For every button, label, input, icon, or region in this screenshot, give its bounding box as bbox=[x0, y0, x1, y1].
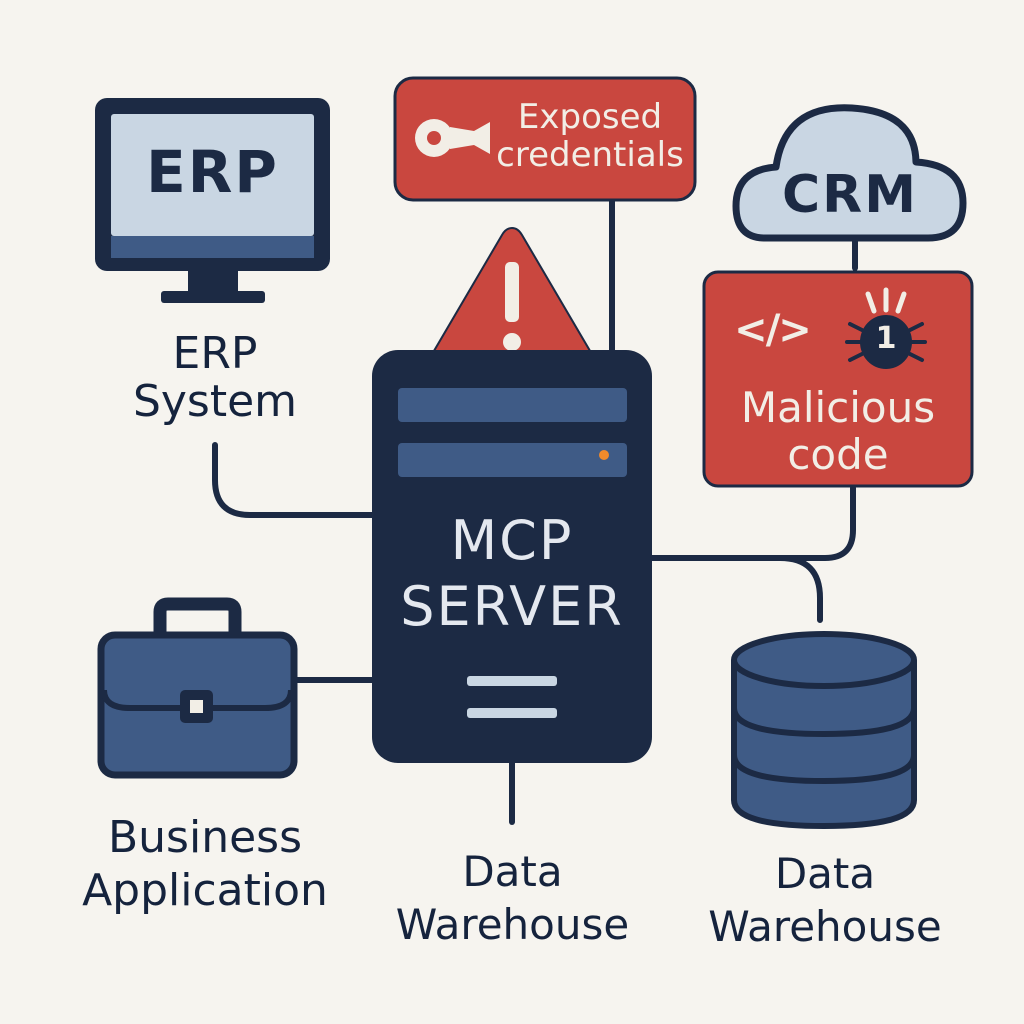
data-warehouse-center-line1: Data bbox=[462, 847, 563, 896]
bug-icon bbox=[845, 287, 927, 369]
key-icon bbox=[415, 119, 490, 157]
warehouse-right-connector-line bbox=[777, 555, 823, 623]
connector-lines bbox=[212, 197, 858, 825]
erp-system-label-line1: ERP bbox=[172, 328, 258, 379]
erp-monitor-icon bbox=[95, 98, 330, 303]
bug-number: 1 bbox=[875, 321, 897, 356]
data-warehouse-right-line2: Warehouse bbox=[708, 901, 942, 951]
mcp-server-line2: SERVER bbox=[400, 574, 624, 638]
mcp-server-icon bbox=[372, 350, 652, 763]
erp-connector-line bbox=[212, 442, 381, 518]
business-application-line1: Business bbox=[107, 812, 303, 863]
erp-screen-text: ERP bbox=[146, 138, 279, 206]
malicious-code-text: Malicious code bbox=[714, 384, 962, 478]
business-application-label: Business Application bbox=[60, 812, 350, 918]
exposed-credentials-text: Exposed credentials bbox=[495, 98, 685, 174]
malicious-code-line2: code bbox=[787, 430, 889, 480]
warning-triangle-icon bbox=[429, 226, 595, 364]
data-warehouse-center-label: Data Warehouse bbox=[380, 846, 645, 951]
exposed-credentials-alert bbox=[393, 76, 697, 202]
erp-system-label: ERP System bbox=[110, 328, 320, 428]
code-icon: </> bbox=[734, 307, 812, 353]
briefcase-icon bbox=[97, 597, 298, 779]
exposed-credentials-line1: Exposed bbox=[517, 97, 663, 137]
mcp-server-text: MCP SERVER bbox=[372, 508, 652, 640]
erp-system-label-line2: System bbox=[132, 376, 298, 428]
database-icon bbox=[731, 631, 917, 830]
malicious-code-line1: Malicious bbox=[740, 383, 936, 432]
mcp-server-line1: MCP bbox=[450, 509, 574, 572]
data-warehouse-center-line2: Warehouse bbox=[395, 899, 630, 949]
data-warehouse-right-label: Data Warehouse bbox=[690, 848, 960, 953]
malicious-connector-line bbox=[645, 485, 856, 561]
status-light-icon bbox=[599, 450, 609, 460]
exposed-credentials-line2: credentials bbox=[496, 135, 684, 176]
crm-cloud-icon bbox=[732, 104, 967, 242]
data-warehouse-right-line1: Data bbox=[774, 849, 876, 898]
malicious-code-alert bbox=[702, 270, 974, 488]
crm-text: CRM bbox=[782, 165, 918, 225]
business-application-line2: Application bbox=[82, 864, 328, 916]
